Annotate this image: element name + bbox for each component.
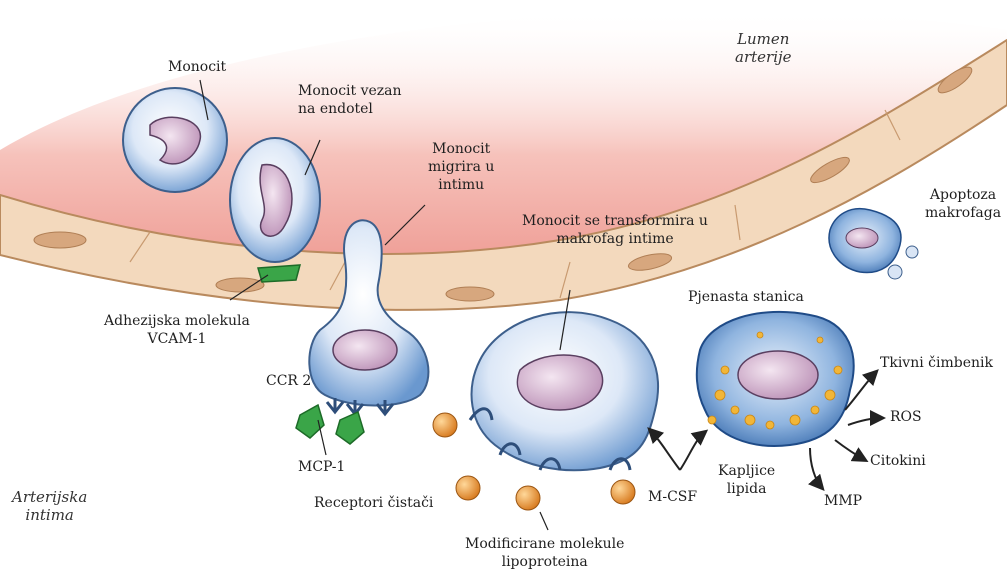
- label-transform-line1: Monocit se transformira u: [522, 212, 708, 230]
- label-lumen: Lumen arterije: [735, 30, 792, 66]
- label-apoptosis-line2: makrofaga: [925, 204, 1001, 222]
- label-adhesion-line1: Adhezijska molekula: [104, 312, 250, 330]
- label-lumen-line1: Lumen: [735, 30, 792, 48]
- label-migrating-monocyte-line2: migrira u: [428, 158, 494, 176]
- vcam-1-molecule: [258, 265, 300, 282]
- label-adhesion-molecule: Adhezijska molekula VCAM-1: [104, 312, 250, 348]
- intimal-macrophage: [472, 312, 658, 470]
- label-monocyte: Monocit: [168, 58, 226, 76]
- label-lumen-line2: arterije: [735, 48, 792, 66]
- label-modified-line2: lipoproteina: [465, 553, 624, 571]
- label-arterial-intima: Arterijska intima: [12, 488, 87, 524]
- label-cytokines: Citokini: [870, 452, 926, 470]
- label-apoptosis: Apoptoza makrofaga: [925, 186, 1001, 222]
- label-droplets-line2: lipida: [718, 480, 775, 498]
- label-migrating-monocyte: Monocit migrira u intimu: [428, 140, 494, 194]
- label-transform: Monocit se transformira u makrofag intim…: [522, 212, 708, 248]
- label-bound-monocyte-line2: na endotel: [298, 100, 402, 118]
- label-mcp1: MCP-1: [298, 458, 345, 476]
- label-bound-monocyte: Monocit vezan na endotel: [298, 82, 402, 118]
- label-transform-line2: makrofag intime: [522, 230, 708, 248]
- label-scavenger-receptors: Receptori čistači: [314, 494, 433, 512]
- label-ros: ROS: [890, 408, 922, 426]
- label-mmp: MMP: [824, 492, 862, 510]
- bound-monocyte: [230, 138, 320, 262]
- label-migrating-monocyte-line1: Monocit: [428, 140, 494, 158]
- label-apoptosis-line1: Apoptoza: [925, 186, 1001, 204]
- label-migrating-monocyte-line3: intimu: [428, 176, 494, 194]
- foam-cell: [697, 312, 854, 446]
- label-bound-monocyte-line1: Monocit vezan: [298, 82, 402, 100]
- label-intima-line2: intima: [12, 506, 87, 524]
- label-foam-cell: Pjenasta stanica: [688, 288, 804, 306]
- label-mcsf: M-CSF: [648, 488, 697, 506]
- label-modified-line1: Modificirane molekule: [465, 535, 624, 553]
- free-monocyte: [123, 88, 227, 192]
- label-tissue-factor: Tkivni čimbenik: [880, 354, 993, 372]
- label-droplets-line1: Kapljice: [718, 462, 775, 480]
- label-lipid-droplets: Kapljice lipida: [718, 462, 775, 498]
- label-intima-line1: Arterijska: [12, 488, 87, 506]
- apoptotic-macrophage: [829, 209, 918, 279]
- label-modified-lipoproteins: Modificirane molekule lipoproteina: [465, 535, 624, 571]
- label-adhesion-line2: VCAM-1: [104, 330, 250, 348]
- label-ccr2: CCR 2: [266, 372, 311, 390]
